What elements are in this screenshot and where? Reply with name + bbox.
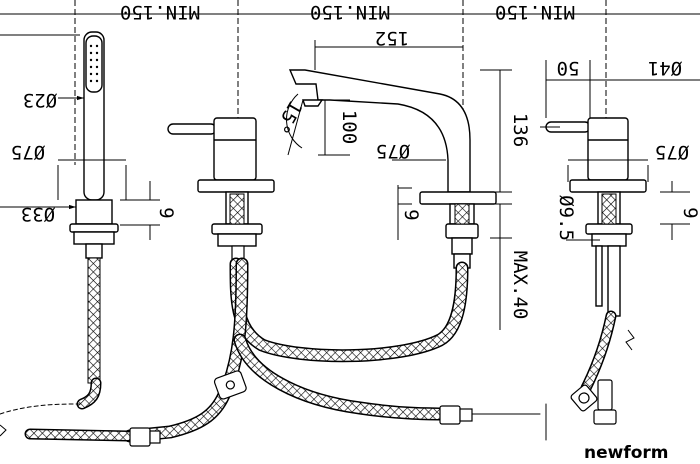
dim-top-spacing-2: MIN.150	[310, 1, 390, 23]
dim-handshower-diameter: Ø23	[23, 89, 57, 111]
dim-base-height-center: 9	[400, 209, 422, 220]
left-valve-braid	[229, 193, 245, 225]
dim-top-spacing-1: MIN.150	[120, 1, 200, 23]
left-valve	[167, 117, 275, 247]
dim-mixer-diameter: Ø41	[648, 57, 682, 79]
dim-total-height: 136	[509, 113, 531, 147]
brand-logo: newform	[584, 443, 669, 463]
dim-flange-diameter: Ø33	[21, 203, 55, 225]
dim-escutcheon-left: Ø75	[11, 141, 45, 163]
dim-top-spacing-3: MIN.150	[495, 1, 575, 23]
dim-lever-offset: 50	[557, 57, 580, 79]
dim-spout-height: 100	[338, 110, 360, 144]
dim-base-height-left: 9	[155, 207, 177, 218]
dim-max-deck: MAX.40	[509, 251, 531, 320]
handshower	[69, 31, 119, 259]
top-dimension-chain	[0, 0, 700, 165]
dim-spout-angle: 15°	[270, 97, 306, 138]
dim-base-height-right: 9	[679, 207, 700, 218]
dim-escutcheon-center: Ø75	[376, 140, 410, 162]
handshower-hose	[87, 257, 101, 384]
dim-escutcheon-right: Ø75	[655, 141, 689, 163]
right-mixer-braid	[601, 193, 617, 225]
right-mixer	[545, 117, 647, 317]
spout-braid	[454, 203, 470, 225]
hose-fittings	[129, 370, 617, 447]
dim-spout-length: 152	[375, 27, 409, 49]
spray-face-icon	[89, 44, 99, 83]
dim-hole-diameter: Ø9.5	[555, 195, 577, 241]
